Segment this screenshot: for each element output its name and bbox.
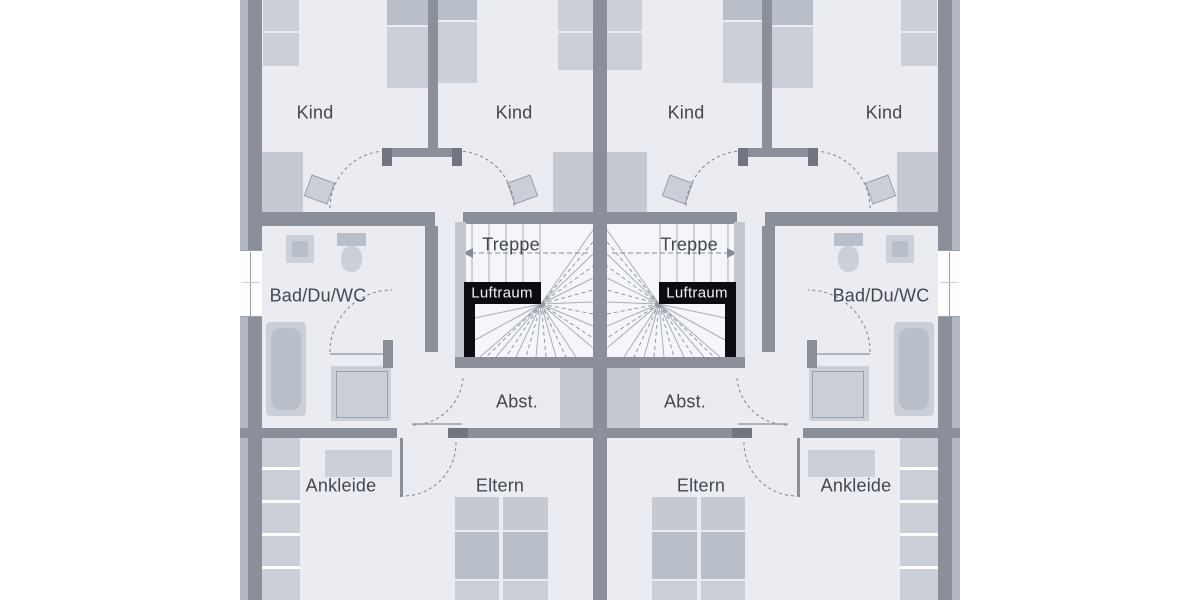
- bedroom-wall-stub: [448, 428, 468, 438]
- room-label-eltern-left: Eltern: [475, 475, 525, 496]
- luftraum-border-top: [464, 282, 541, 304]
- room-label-bad-left: Bad/Du/WC: [269, 285, 367, 306]
- door-frame-post: [382, 148, 392, 166]
- kind-divider-wall: [428, 0, 438, 148]
- shower: [331, 366, 391, 421]
- bath-side-wall: [425, 226, 438, 352]
- walk-direction-arrow: [727, 248, 737, 258]
- room-label-ankleide-left: Ankleide: [305, 475, 377, 496]
- bed-pillow: [387, 0, 428, 25]
- desk: [262, 152, 303, 218]
- room-label-kind-right-1: Kind: [667, 102, 705, 123]
- unit-left: [240, 0, 600, 600]
- window-frame-line: [240, 250, 262, 251]
- door-frame-post: [452, 148, 462, 166]
- wardrobe: [263, 0, 299, 31]
- window-handle-mark: [242, 282, 260, 283]
- shelf-divider: [262, 533, 300, 536]
- room-label-luftraum-left: Luftraum: [471, 284, 533, 302]
- bed: [438, 22, 477, 83]
- stair-treads-dashed: [485, 241, 594, 358]
- shower-wall: [383, 340, 393, 368]
- room-label-abst-right: Abst.: [663, 391, 707, 412]
- room-label-eltern-right: Eltern: [676, 475, 726, 496]
- stair-bottom-wall: [455, 357, 600, 368]
- room-label-abst-left: Abst.: [495, 391, 539, 412]
- desk: [553, 152, 593, 218]
- room-label-treppe-left: Treppe: [482, 234, 540, 255]
- bed: [387, 27, 428, 88]
- stair-top-wall: [463, 212, 600, 224]
- stair-treads-dashed: [606, 241, 715, 358]
- shelf-divider: [262, 500, 300, 503]
- room-label-ankleide-right: Ankleide: [820, 475, 892, 496]
- double-bed-pillow: [455, 497, 499, 530]
- luftraum-border-side: [464, 304, 475, 357]
- ankleide-divider: [400, 438, 403, 497]
- closet-shelves: [262, 437, 300, 600]
- utility-shaft: [560, 368, 593, 428]
- washbasin-bowl: [292, 241, 308, 257]
- walk-line: [463, 248, 588, 258]
- double-bed-foot: [455, 581, 499, 600]
- shower-inner: [336, 371, 388, 418]
- room-label-luftraum-right: Luftraum: [666, 284, 728, 302]
- bathtub-inner: [271, 328, 301, 410]
- room-label-kind-left-2: Kind: [495, 102, 533, 123]
- double-bed: [455, 532, 499, 579]
- door-frame-bar: [382, 148, 462, 157]
- wc-tank: [337, 233, 366, 246]
- wardrobe: [558, 0, 593, 31]
- door-leaves: [330, 353, 462, 425]
- bed-pillow: [438, 0, 477, 20]
- room-label-bad-right: Bad/Du/WC: [832, 285, 930, 306]
- walk-direction-arrow: [463, 248, 473, 258]
- door-leaves: [738, 353, 870, 425]
- double-bed-pillow: [503, 497, 548, 530]
- window: [240, 250, 262, 317]
- double-bed: [503, 532, 548, 579]
- unit-right: [600, 0, 960, 600]
- stairs-and-doors-drawing: [606, 150, 871, 497]
- stairs-and-doors-drawing: [329, 150, 594, 497]
- hall-wall: [262, 212, 435, 226]
- window-frame-line: [240, 316, 262, 317]
- window-glass-line: [250, 252, 251, 316]
- room-label-kind-left-1: Kind: [296, 102, 334, 123]
- party-wall: [593, 0, 600, 600]
- wardrobe: [558, 33, 593, 70]
- stair-side-wall: [455, 222, 466, 357]
- room-label-kind-right-2: Kind: [865, 102, 903, 123]
- shelf-divider: [262, 467, 300, 470]
- wardrobe: [325, 450, 392, 477]
- wc-bowl: [341, 246, 362, 272]
- double-bed-foot: [503, 581, 548, 600]
- wardrobe: [263, 33, 299, 66]
- walk-line: [612, 248, 737, 258]
- bedroom-wall: [448, 428, 600, 438]
- shelf-divider: [262, 566, 300, 569]
- bedroom-wall: [240, 428, 397, 438]
- room-label-treppe-right: Treppe: [660, 234, 718, 255]
